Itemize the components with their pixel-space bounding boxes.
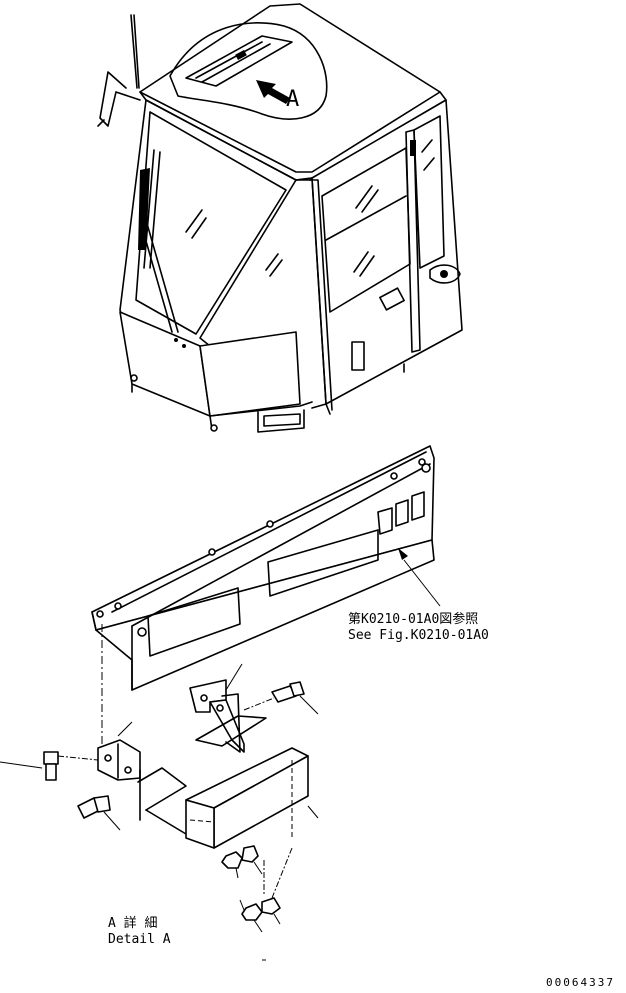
- drawing-number: 00064337: [546, 976, 615, 988]
- detail-a-label-en: Detail A: [108, 932, 171, 947]
- detail-a-label-jp: A 詳 細: [108, 915, 157, 931]
- bracket-assembly: [0, 624, 319, 933]
- instrument-cover-panel: [91, 445, 441, 691]
- operator-cab: A: [97, 3, 463, 433]
- reference-note: 第K0210-01A0図参照 See Fig.K0210-01A0: [348, 611, 489, 643]
- detail-a-label: A 詳 細 Detail A: [108, 915, 171, 947]
- reference-en: See Fig.K0210-01A0: [348, 628, 489, 643]
- reference-jp: 第K0210-01A0図参照: [348, 611, 478, 627]
- detail-a-callout: A: [286, 87, 299, 112]
